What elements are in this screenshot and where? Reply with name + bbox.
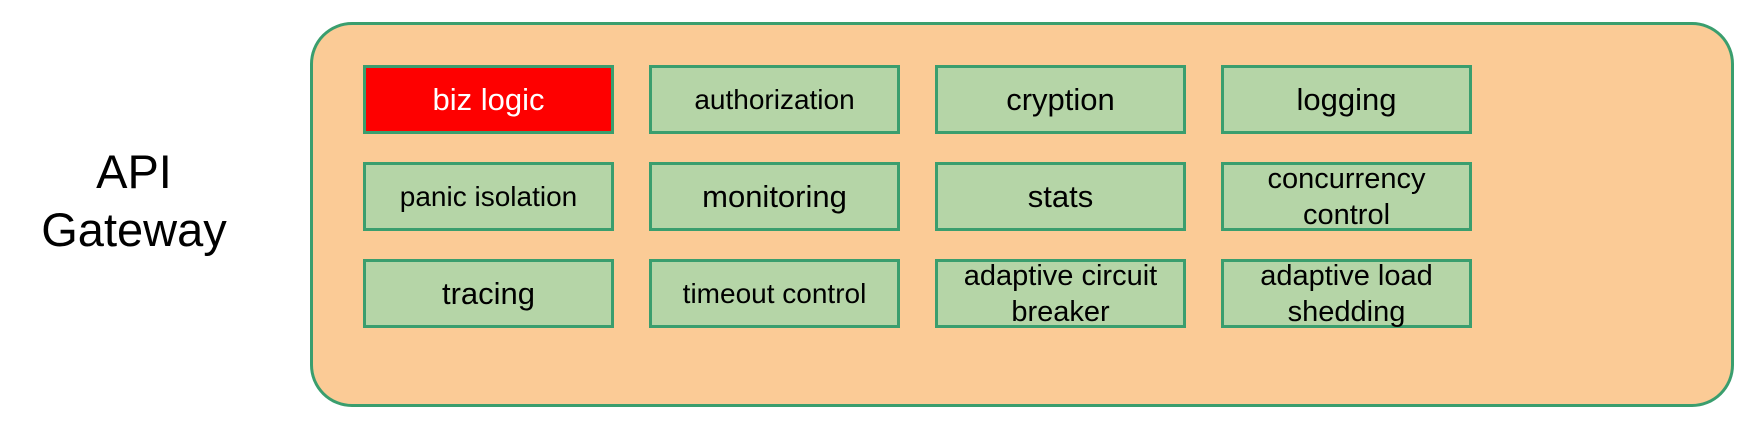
capability-box-logging[interactable]: logging <box>1221 65 1472 134</box>
api-gateway-label-line-2: Gateway <box>41 203 227 256</box>
capability-box-cryption[interactable]: cryption <box>935 65 1186 134</box>
capability-box-stats[interactable]: stats <box>935 162 1186 231</box>
api-gateway-label-line-1: API <box>96 145 172 198</box>
capability-box-label: tracing <box>441 275 536 311</box>
capability-box-adaptive-load-shedding[interactable]: adaptive load shedding <box>1221 259 1472 328</box>
capability-box-label: adaptive circuit breaker <box>963 259 1158 328</box>
api-gateway-label: API Gateway <box>10 143 258 259</box>
capability-box-biz-logic[interactable]: biz logic <box>363 65 614 134</box>
capability-box-label: panic isolation <box>399 180 578 212</box>
capability-box-label: logging <box>1296 81 1397 117</box>
capability-box-label: cryption <box>1006 81 1115 117</box>
capability-box-label: concurrency control <box>1267 162 1426 231</box>
capability-box-label: biz logic <box>432 81 545 117</box>
api-gateway-container: biz logic authorization cryption logging… <box>310 22 1734 407</box>
capability-box-tracing[interactable]: tracing <box>363 259 614 328</box>
capability-box-label: timeout control <box>682 277 867 309</box>
capability-box-label: monitoring <box>702 178 847 214</box>
capability-box-authorization[interactable]: authorization <box>649 65 900 134</box>
capability-box-adaptive-circuit-breaker[interactable]: adaptive circuit breaker <box>935 259 1186 328</box>
capability-box-label: stats <box>1027 178 1094 214</box>
capability-box-label: authorization <box>694 83 855 115</box>
capability-box-label: adaptive load shedding <box>1260 259 1433 328</box>
capability-box-panic-isolation[interactable]: panic isolation <box>363 162 614 231</box>
capability-box-concurrency-control[interactable]: concurrency control <box>1221 162 1472 231</box>
capability-grid: biz logic authorization cryption logging… <box>363 65 1675 368</box>
capability-box-monitoring[interactable]: monitoring <box>649 162 900 231</box>
capability-box-timeout-control[interactable]: timeout control <box>649 259 900 328</box>
